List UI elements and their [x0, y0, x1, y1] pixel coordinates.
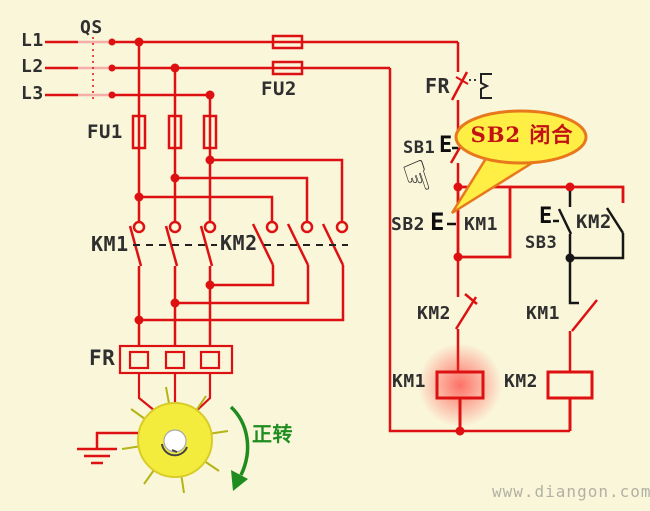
- km1-coil-glow: [418, 343, 502, 427]
- km1-coil: [435, 370, 485, 431]
- sb1-actuator[interactable]: E: [439, 133, 453, 158]
- fu1-fuses: [131, 37, 218, 222]
- forward-rotation-arrow: [229, 405, 250, 491]
- km2-aux-label: KM2: [576, 211, 612, 233]
- km2-aux-contact: [574, 207, 625, 260]
- sb2-actuator[interactable]: E: [430, 208, 445, 236]
- km1-main-label: KM1: [91, 232, 129, 256]
- km1-interlock-contact: [568, 258, 598, 372]
- ground-symbol: [77, 431, 138, 465]
- fr-main-label: FR: [89, 346, 116, 370]
- km1-coil-label: KM1: [392, 371, 427, 392]
- km2-main-label: KM2: [220, 231, 258, 255]
- fu1-label: FU1: [87, 121, 123, 143]
- callout-bubble: [450, 109, 588, 215]
- km2-coil-label: KM2: [504, 371, 539, 392]
- callout-text: SB2 闭合: [470, 122, 574, 147]
- qs-label: QS: [80, 17, 103, 38]
- l1-label: L1: [21, 30, 44, 51]
- fr-control-label: FR: [425, 74, 451, 98]
- km2-coil: [546, 370, 594, 431]
- fu2-label: FU2: [261, 78, 297, 100]
- km1-main-contacts: [128, 220, 217, 347]
- sb1-label: SB1: [403, 138, 436, 158]
- motor: [121, 386, 229, 494]
- qs-knife-switch[interactable]: [78, 37, 116, 100]
- sb3-label: SB3: [525, 233, 558, 253]
- phase-lines: [45, 40, 458, 97]
- km1-latch-label: KM1: [464, 214, 499, 235]
- fu2-fuses: [271, 34, 304, 76]
- sb3-actuator[interactable]: E: [539, 204, 553, 229]
- km1-interlock-label: KM1: [526, 303, 561, 324]
- km2-interlock-label: KM2: [417, 303, 452, 324]
- watermark: www.diangon.com: [492, 482, 650, 501]
- control-top-rail: [510, 182, 625, 203]
- km2-feed-rails: [134, 155, 344, 222]
- sb2-start-button[interactable]: [447, 182, 463, 262]
- l3-label: L3: [21, 83, 44, 104]
- sb2-label: SB2: [391, 214, 426, 235]
- forward-rotation-label: 正转: [252, 422, 293, 446]
- l2-label: L2: [21, 56, 44, 77]
